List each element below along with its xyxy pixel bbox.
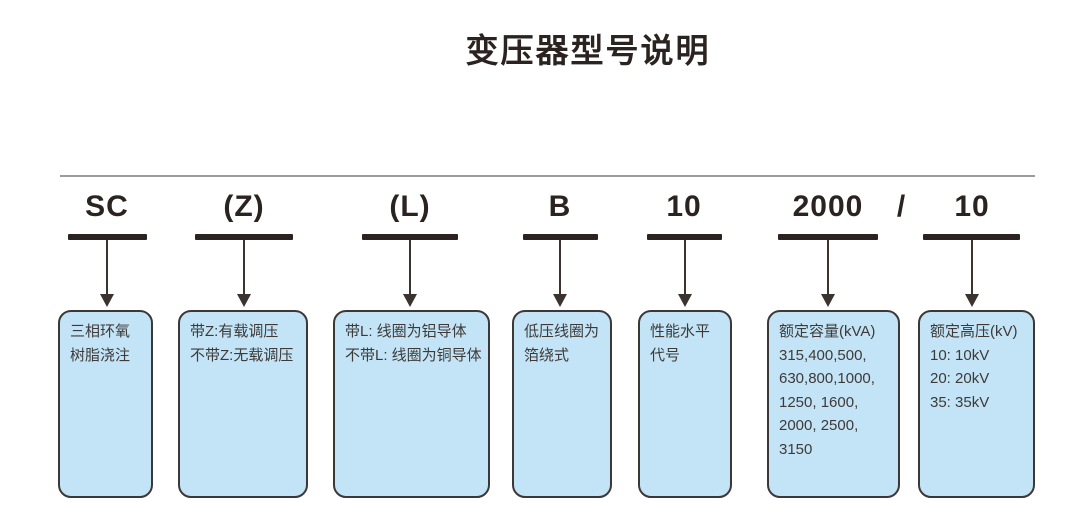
description-box-l: 带L: 线圈为铝导体 不带L: 线圈为铜导体 bbox=[333, 310, 490, 498]
box-text-line: 箔绕式 bbox=[524, 346, 570, 364]
code-label-10-voltage: 10 bbox=[954, 190, 990, 223]
box-text-line: 树脂浇注 bbox=[70, 346, 131, 364]
description-box-voltage: 额定高压(kV) 10: 10kV 20: 20kV 35: 35kV bbox=[918, 310, 1035, 498]
box-text-line: 630,800,1000, bbox=[779, 370, 875, 387]
box-text-line: 1250, 1600, bbox=[779, 393, 859, 411]
description-box-sc: 三相环氧 树脂浇注 bbox=[58, 310, 153, 498]
box-text-line: 20: 20kV bbox=[930, 370, 990, 387]
box-text-line: 35: 35kV bbox=[930, 393, 990, 411]
box-text-line: 性能水平 bbox=[650, 323, 711, 340]
underline-bar bbox=[523, 234, 598, 240]
box-text-line: 不带L: 线圈为铜导体 bbox=[345, 346, 482, 364]
box-text-line: 额定高压(kV) bbox=[930, 323, 1018, 340]
box-text-line: 315,400,500, bbox=[779, 346, 867, 364]
code-label-b: B bbox=[548, 190, 572, 223]
box-text-line: 10: 10kV bbox=[930, 346, 990, 364]
box-text-line: 代号 bbox=[650, 346, 681, 364]
code-label-2000: 2000 bbox=[792, 190, 864, 223]
box-text-line: 额定容量(kVA) bbox=[779, 323, 876, 340]
box-text-line: 三相环氧 bbox=[70, 323, 131, 340]
description-box-b: 低压线圈为 箔绕式 bbox=[512, 310, 612, 498]
box-text-line: 低压线圈为 bbox=[524, 323, 600, 340]
description-box-performance: 性能水平 代号 bbox=[638, 310, 732, 498]
box-text-line: 不带Z:无载调压 bbox=[190, 346, 294, 364]
underline-bar bbox=[362, 234, 458, 240]
page-title: 变压器型号说明 bbox=[465, 32, 711, 69]
slash-separator: / bbox=[896, 190, 906, 223]
divider-rule bbox=[60, 175, 1035, 177]
underline-bar bbox=[647, 234, 722, 240]
code-label-10-performance: 10 bbox=[666, 190, 702, 223]
box-text-line: 3150 bbox=[779, 440, 813, 458]
code-label-z: (Z) bbox=[223, 190, 265, 223]
description-box-capacity: 额定容量(kVA) 315,400,500, 630,800,1000, 125… bbox=[767, 310, 900, 498]
box-text-line: 2000, 2500, bbox=[779, 417, 859, 434]
box-text-line: 带Z:有载调压 bbox=[190, 323, 279, 340]
underline-bar bbox=[68, 234, 147, 240]
code-label-sc: SC bbox=[85, 190, 129, 223]
box-text-line: 带L: 线圈为铝导体 bbox=[345, 323, 467, 340]
description-box-z: 带Z:有载调压 不带Z:无载调压 bbox=[178, 310, 308, 498]
underline-bar bbox=[195, 234, 293, 240]
underline-bar bbox=[923, 234, 1020, 240]
underline-bar bbox=[778, 234, 878, 240]
code-label-l: (L) bbox=[389, 190, 431, 223]
